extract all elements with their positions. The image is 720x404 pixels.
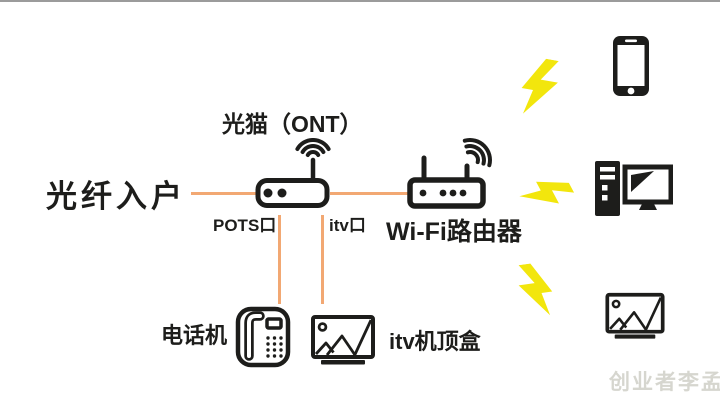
tv-icon [601, 292, 669, 340]
fiber-entry-label: 光纤入户 [46, 179, 186, 214]
itv-port-label: itv口 [329, 216, 366, 235]
router-label: Wi-Fi路由器 [386, 218, 522, 246]
ont-title: 光猫（ONT） [222, 111, 363, 137]
wireless-signal-bolt-middle [511, 166, 576, 224]
wireless-signal-bolt-top [511, 54, 567, 124]
wifi-router-icon [404, 132, 496, 210]
stb-label: itv机顶盒 [389, 329, 481, 354]
ont-to-router-cable [330, 192, 408, 195]
watermark: 创业者李孟 [609, 371, 720, 394]
stb-icon [310, 314, 376, 366]
itv-cable [321, 215, 324, 304]
top-border-line [0, 0, 720, 2]
pots-port-label: POTS口 [213, 216, 277, 235]
wireless-signal-bolt-bottom [511, 260, 561, 324]
pots-cable [278, 215, 281, 304]
ont-modem-icon [251, 138, 331, 208]
fiber-to-ont-cable [191, 192, 259, 195]
desktop-computer-icon [593, 158, 674, 218]
telephone-label: 电话机 [161, 323, 228, 348]
smartphone-icon [611, 34, 651, 98]
telephone-icon [233, 302, 293, 370]
